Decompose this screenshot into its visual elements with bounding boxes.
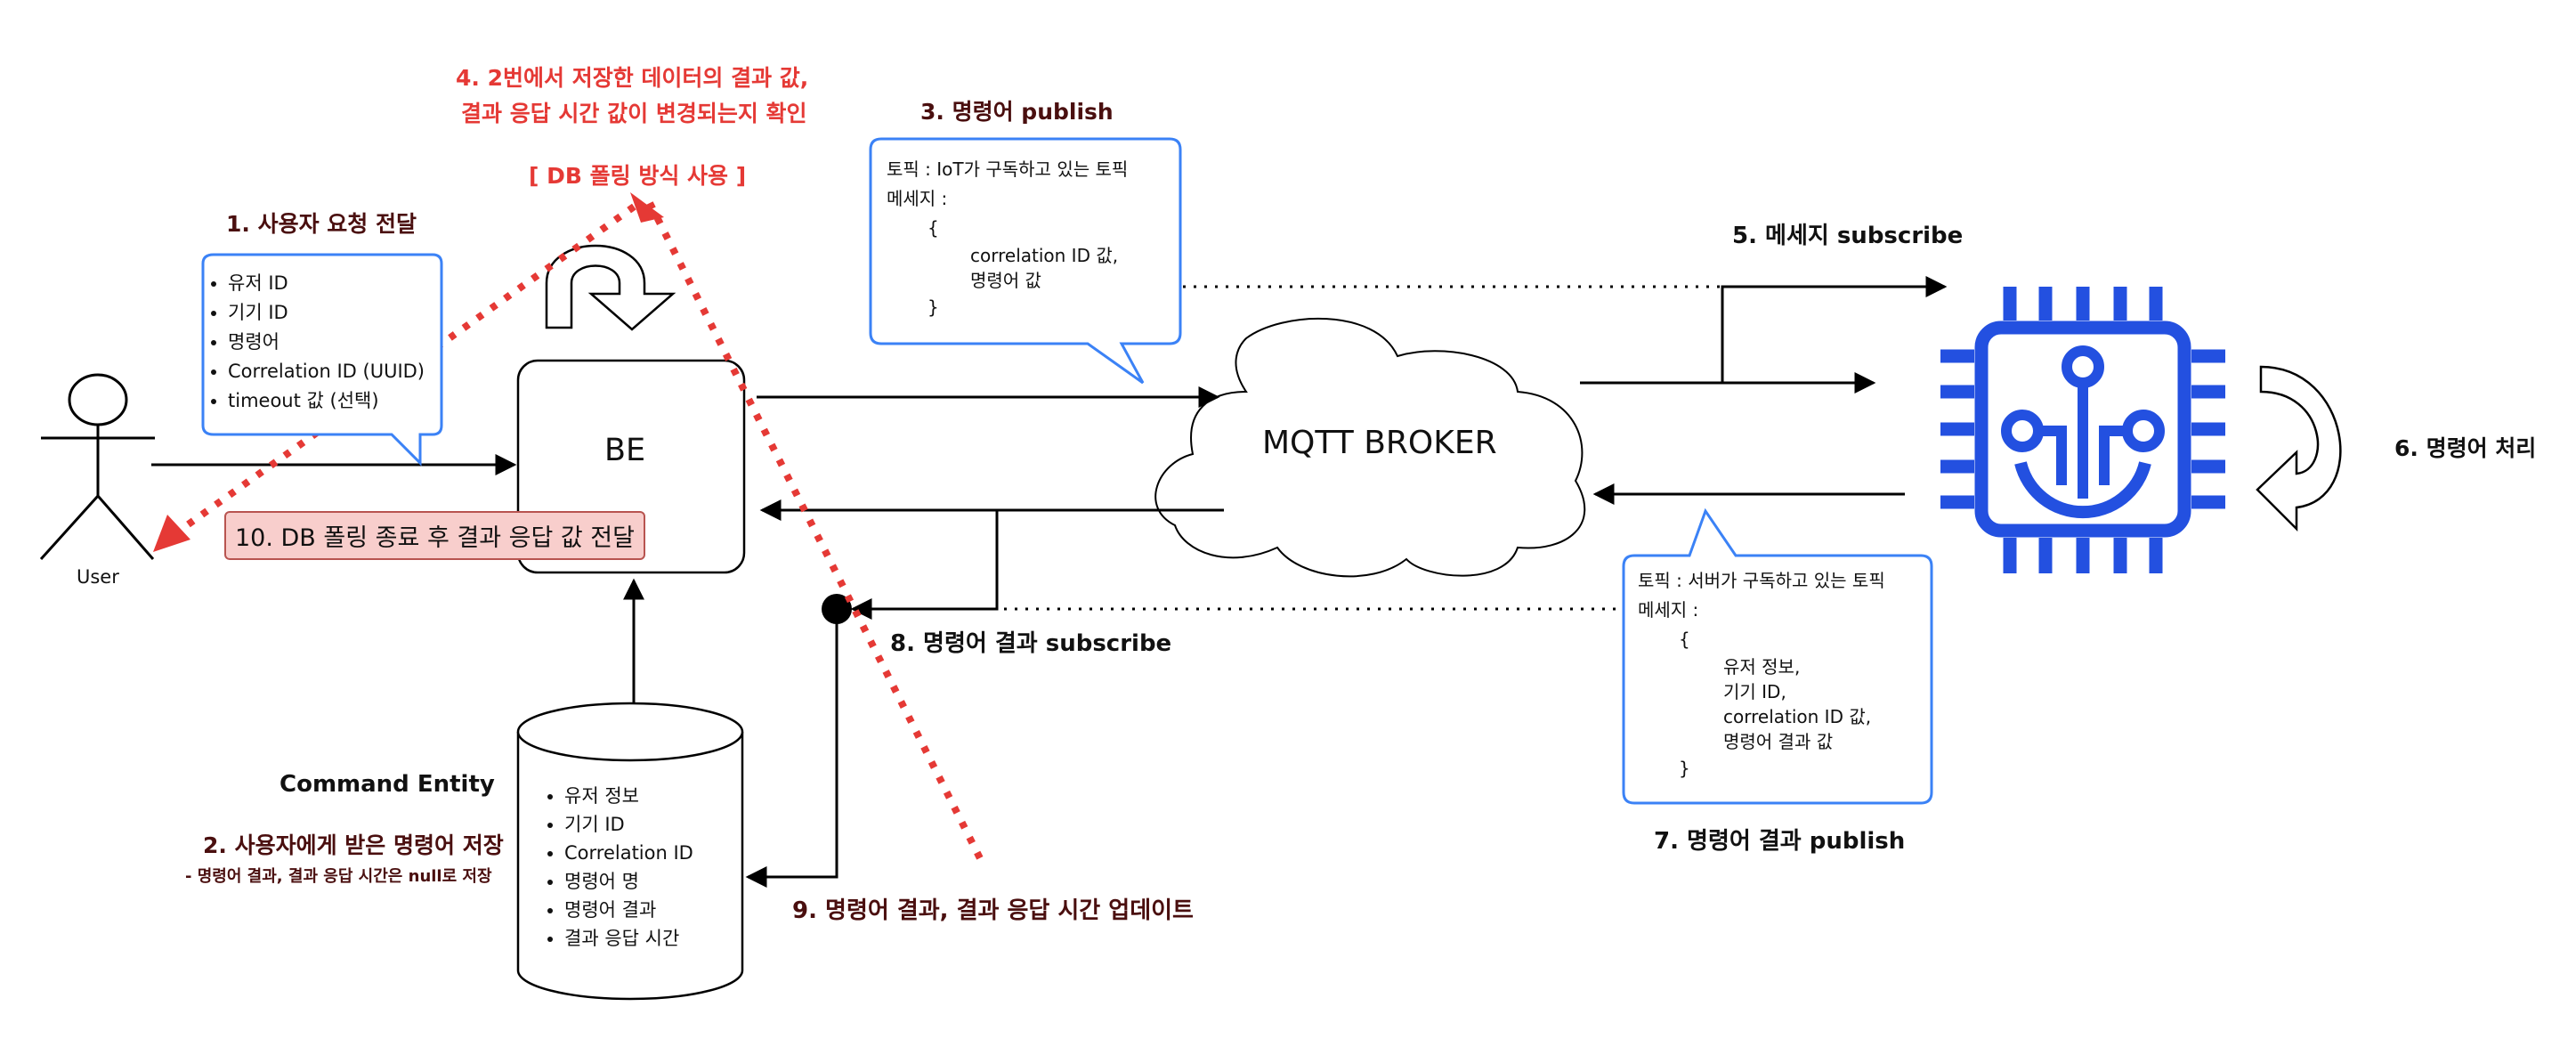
publish-brace-close: } [928,296,939,318]
result-correlation: correlation ID 값, [1723,706,1872,727]
publish-message-label: 메세지 : [887,188,948,209]
publish-correlation: correlation ID 값, [970,245,1119,266]
publish-topic: 토픽 : IoT가 구독하고 있는 토픽 [887,158,1129,180]
publish-callout-bubble [869,137,1182,385]
result-message-label: 메세지 : [1638,599,1699,621]
publish-command: 명령어 값 [970,270,1041,291]
entity-title: Command Entity [279,771,495,798]
entity-field: 결과 응답 시간 [564,924,693,953]
request-callout: 유저 ID 기기 ID 명령어 Correlation ID (UUID) ti… [207,269,425,416]
arrow-junction-to-db [745,623,838,888]
step-4-line2: 결과 응답 시간 값이 변경되는지 확인 [461,101,807,126]
request-item: timeout 값 (선택) [228,386,425,416]
publish-brace-open: { [928,217,939,239]
step-5-label: 5. 메세지 subscribe [1732,223,1964,249]
polling-arrowhead-top [630,192,664,223]
polling-line-down [646,201,987,867]
connector-broker-to-junction [850,510,999,620]
processing-loop-icon [2256,365,2342,532]
user-actor-icon [39,373,155,561]
entity-field: Correlation ID [564,839,693,867]
entity-field-list: 유저 정보 기기 ID Correlation ID 명령어 명 명령어 결과 … [543,782,693,953]
iot-chip-icon [1940,287,2225,573]
step-4-note: [ DB 폴링 방식 사용 ] [529,163,747,189]
entity-field: 명령어 결과 [564,896,693,924]
request-callout-bubble [201,253,443,467]
database-cylinder [516,702,744,1001]
request-item: 명령어 [228,328,425,357]
publish-callout: 토픽 : IoT가 구독하고 있는 토픽 메세지 : { correlation… [887,155,1128,322]
result-topic: 토픽 : 서버가 구독하고 있는 토픽 [1638,570,1885,591]
step-1-label: 1. 사용자 요청 전달 [226,211,417,237]
result-callout-bubble [1622,507,1933,805]
step-2-label: 2. 사용자에게 받은 명령어 저장 [203,832,504,858]
broker-label: MQTT BROKER [1262,425,1497,461]
entity-field: 기기 ID [564,810,693,839]
result-user-info: 유저 정보, [1723,656,1801,678]
step-8-label: 8. 명령어 결과 subscribe [890,630,1172,657]
request-item: Correlation ID (UUID) [228,357,425,386]
request-item: 기기 ID [228,298,425,328]
request-item: 유저 ID [228,269,425,298]
step-7-label: 7. 명령어 결과 publish [1654,828,1906,855]
step-4-line1: 4. 2번에서 저장한 데이터의 결과 값, [456,65,809,91]
junction-dot [822,594,852,624]
broker-cloud [1154,317,1586,578]
user-label: User [77,566,119,588]
be-label: BE [604,433,646,468]
arrow-branch-to-top [1721,276,1948,383]
entity-field: 유저 정보 [564,782,693,810]
step-6-label: 6. 명령어 처리 [2394,435,2537,461]
polling-line-up [172,199,642,538]
result-callout: 토픽 : 서버가 구독하고 있는 토픽 메세지 : { 유저 정보, 기기 ID… [1638,566,1885,783]
step-3-label: 3. 명령어 publish [920,99,1114,125]
result-device-id: 기기 ID, [1723,681,1786,702]
result-value: 명령어 결과 값 [1723,731,1834,752]
polling-arrowhead-left [153,515,190,552]
polling-loop-icon [545,244,676,331]
entity-field: 명령어 명 [564,867,693,896]
result-brace-close: } [1679,758,1690,779]
step-10-label: 10. DB 폴링 종료 후 결과 응답 값 전달 [224,511,645,560]
step-9-label: 9. 명령어 결과, 결과 응답 시간 업데이트 [792,897,1194,924]
step-2-note: - 명령어 결과, 결과 응답 시간은 null로 저장 [185,867,492,886]
result-brace-open: { [1679,629,1690,650]
